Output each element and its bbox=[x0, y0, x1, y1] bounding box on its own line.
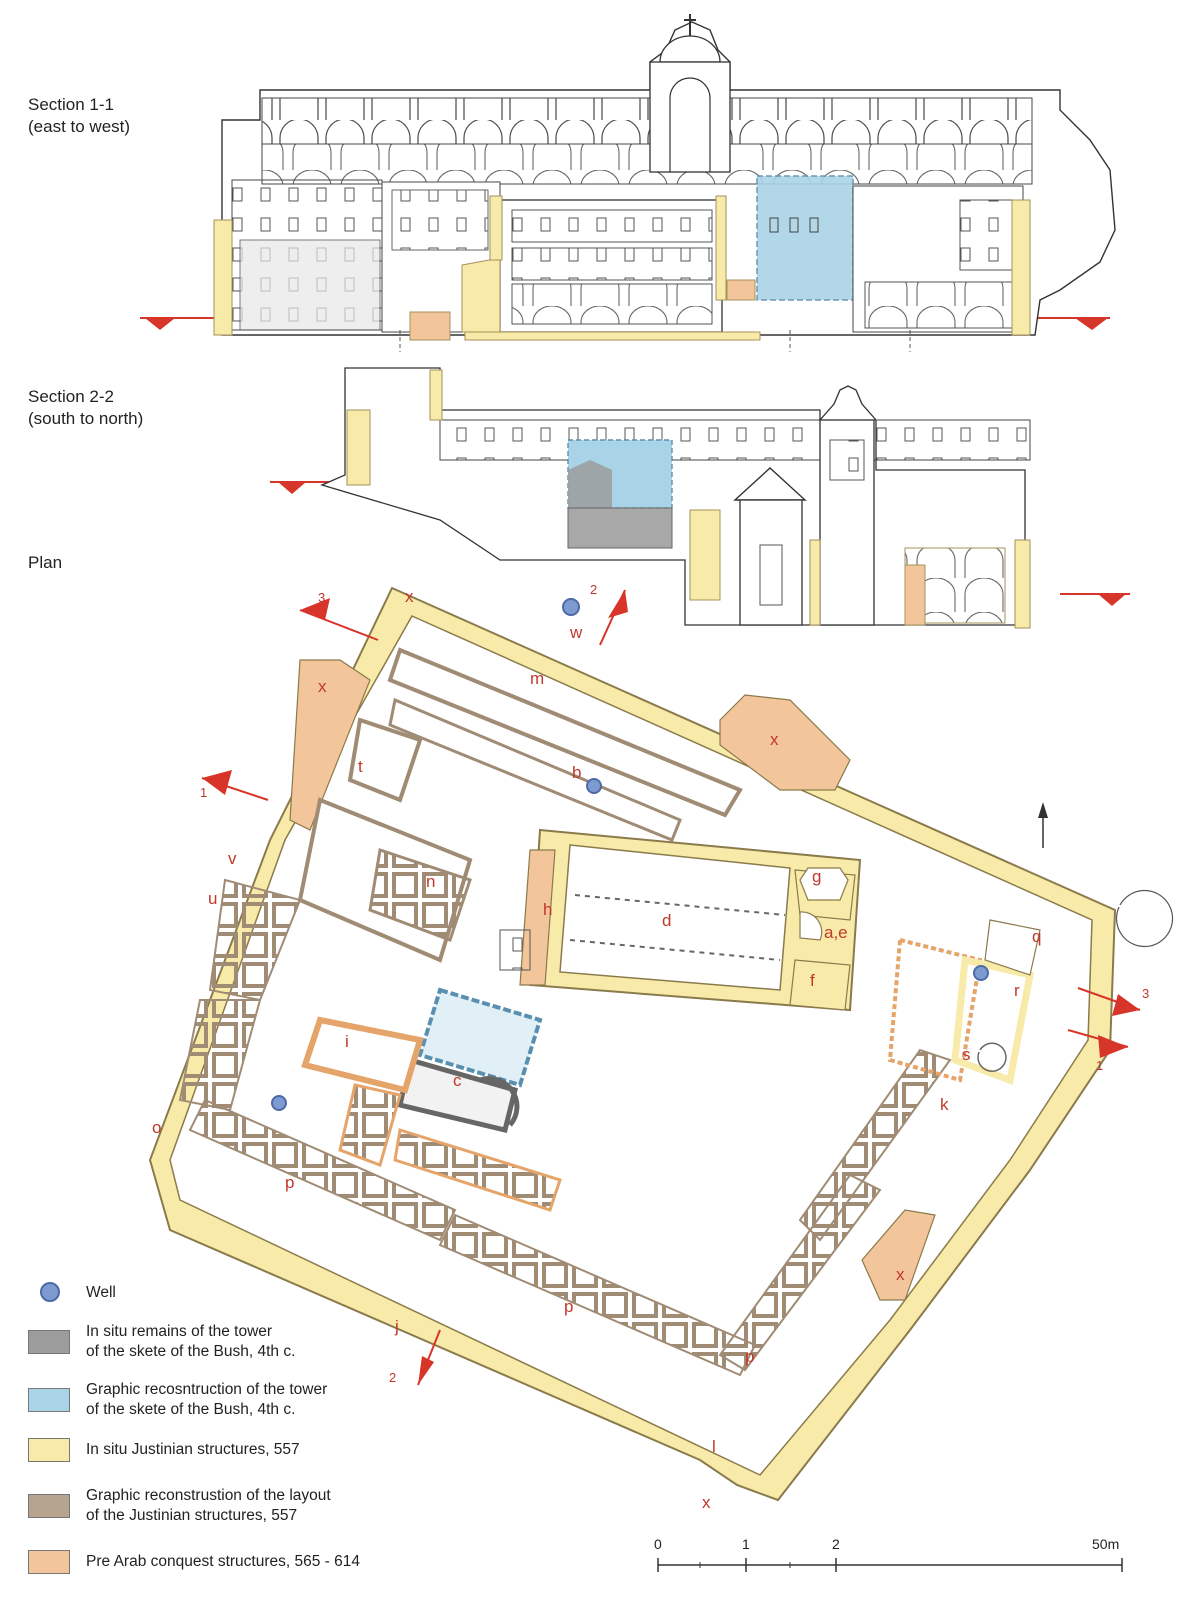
room-letter: j bbox=[394, 1317, 399, 1336]
section-markers bbox=[201, 589, 1141, 1386]
legend-label: of the skete of the Bush, 4th c. bbox=[86, 1343, 296, 1360]
room-letter: m bbox=[530, 669, 544, 688]
section-marker-icon bbox=[417, 1329, 441, 1386]
section-marker-number: 3 bbox=[318, 590, 325, 605]
room-letter: g bbox=[812, 867, 821, 886]
legend-label: In situ Justinian structures, 557 bbox=[86, 1441, 300, 1458]
scale-label: 0 bbox=[654, 1536, 662, 1552]
room-letter: d bbox=[662, 911, 671, 930]
section-marker-icon bbox=[1077, 987, 1141, 1016]
section-marker-number: 1 bbox=[1096, 1058, 1103, 1073]
room-letter: x bbox=[702, 1493, 711, 1512]
room-letter: b bbox=[572, 763, 581, 782]
plan-label: Plan bbox=[28, 553, 63, 572]
legend-item-pre-arab: Pre Arab conquest structures, 565 - 614 bbox=[28, 1550, 448, 1580]
scale-label: 50m bbox=[1092, 1536, 1120, 1552]
section-1-1-ground-right-icon bbox=[1033, 317, 1110, 330]
section-subtitle: (east to west) bbox=[28, 117, 131, 136]
room-letter: x bbox=[318, 677, 327, 696]
legend-item-well: Well bbox=[28, 1280, 448, 1306]
section-2-2-label: Section 2-2 (south to north) bbox=[28, 386, 143, 430]
legend-label: of the Justinian structures, 557 bbox=[86, 1507, 298, 1524]
room-letter: w bbox=[569, 623, 583, 642]
section-marker-number: 2 bbox=[590, 582, 597, 597]
section-1-1-label: Section 1-1 (east to west) bbox=[28, 94, 130, 138]
legend-swatch bbox=[28, 1388, 70, 1412]
well-icon bbox=[973, 965, 989, 981]
room-letter: h bbox=[543, 900, 552, 919]
section-2-2-elevation bbox=[270, 367, 1130, 629]
section-1-1-elevation bbox=[140, 14, 1116, 352]
room-letter: a,e bbox=[824, 923, 848, 942]
legend-label: Graphic reconstrustion of the layout bbox=[86, 1487, 331, 1504]
room-letter: x bbox=[405, 587, 414, 606]
legend-item-justinian-reconstruction: Graphic reconstrustion of the layout of … bbox=[28, 1486, 448, 1530]
legend-item-tower-in-situ: In situ remains of the tower of the sket… bbox=[28, 1322, 448, 1366]
room-letter: f bbox=[810, 971, 815, 990]
section-marker-icon bbox=[299, 598, 379, 641]
section-title: Section 2-2 bbox=[28, 387, 114, 406]
legend-label: In situ remains of the tower bbox=[86, 1323, 273, 1340]
section-2-2-ground-left-icon bbox=[270, 481, 330, 494]
legend-item-tower-reconstruction: Graphic recosntruction of the tower of t… bbox=[28, 1380, 448, 1424]
well-icon bbox=[271, 1095, 287, 1111]
room-letter: x bbox=[896, 1265, 905, 1284]
section-title: Section 1-1 bbox=[28, 95, 114, 114]
room-letter: p bbox=[564, 1297, 573, 1316]
scale-label: 2 bbox=[832, 1536, 840, 1552]
section-marker-icon bbox=[201, 770, 269, 801]
section-marker-icon bbox=[1067, 1029, 1129, 1058]
room-letter: l bbox=[712, 1437, 716, 1456]
legend-swatch bbox=[28, 1494, 70, 1518]
room-letter: n bbox=[426, 872, 435, 891]
room-letter: x bbox=[770, 730, 779, 749]
scale-label: 1 bbox=[742, 1536, 750, 1552]
scale-bar bbox=[657, 1558, 1123, 1572]
legend-label: Well bbox=[86, 1284, 116, 1301]
room-letter: c bbox=[453, 1071, 462, 1090]
room-letter: p bbox=[745, 1347, 754, 1366]
legend-swatch bbox=[28, 1438, 70, 1462]
legend-label: of the skete of the Bush, 4th c. bbox=[86, 1401, 296, 1418]
room-letter: i bbox=[345, 1032, 349, 1051]
section-marker-number: 3 bbox=[1142, 986, 1149, 1001]
plan-wells bbox=[271, 598, 989, 1111]
room-letter: t bbox=[358, 757, 363, 776]
section-marker-number: 2 bbox=[389, 1370, 396, 1385]
section-marker-icon bbox=[599, 589, 628, 646]
section-subtitle: (south to north) bbox=[28, 409, 144, 428]
section-2-2-ground-right-icon bbox=[1060, 593, 1130, 606]
section-marker-number: 1 bbox=[200, 785, 207, 800]
room-letter: p bbox=[285, 1173, 294, 1192]
room-letter: s bbox=[962, 1045, 971, 1064]
room-letter: q bbox=[1032, 927, 1041, 946]
legend-swatch bbox=[28, 1550, 70, 1574]
legend-label: Graphic recosntruction of the tower bbox=[86, 1381, 328, 1398]
monastery-plan bbox=[148, 586, 1174, 1502]
legend-item-justinian-in-situ: In situ Justinian structures, 557 bbox=[28, 1438, 448, 1468]
well-icon bbox=[40, 1282, 60, 1302]
room-letter: k bbox=[940, 1095, 949, 1114]
room-letter: u bbox=[208, 889, 217, 908]
room-letter: r bbox=[1014, 981, 1020, 1000]
legend-label: Pre Arab conquest structures, 565 - 614 bbox=[86, 1553, 360, 1570]
well-icon bbox=[562, 598, 580, 616]
well-icon bbox=[586, 778, 602, 794]
room-letter: v bbox=[228, 849, 237, 868]
room-letter: o bbox=[152, 1118, 161, 1137]
north-arrow-icon bbox=[1038, 802, 1048, 848]
legend-swatch bbox=[28, 1330, 70, 1354]
section-1-1-ground-left-icon bbox=[140, 317, 218, 330]
